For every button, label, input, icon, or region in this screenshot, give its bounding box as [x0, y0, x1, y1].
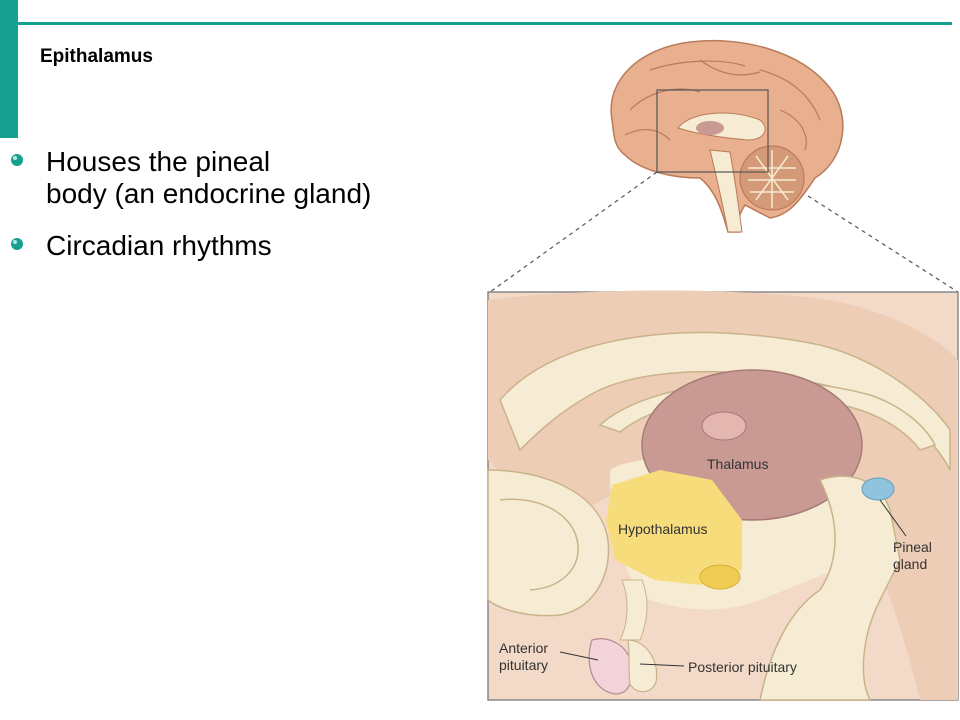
bullet-item: Houses the pineal body (an endocrine gla…: [10, 146, 450, 210]
slide-title: Epithalamus: [40, 46, 153, 67]
thalamus-label: Thalamus: [707, 456, 769, 472]
bullet-dot-icon: [11, 154, 23, 166]
bullet-text-line1: Houses the pineal: [46, 146, 271, 177]
hypothalamus-label: Hypothalamus: [618, 521, 708, 537]
pineal-gland-label-line1: Pineal: [893, 539, 932, 555]
detailed-section: [487, 290, 958, 701]
pineal-gland-label-line2: gland: [893, 556, 928, 572]
bullet-text-line1: Circadian rhythms: [46, 230, 272, 261]
posterior-pituitary-label: Posterior pituitary: [688, 659, 797, 675]
bullet-dot-icon: [11, 238, 23, 250]
anterior-pituitary-label-line1: Anterior: [499, 640, 549, 656]
whole-brain-image: [610, 39, 844, 233]
bullet-text-line2: body (an endocrine gland): [46, 178, 372, 209]
header-rule: [18, 22, 952, 25]
brain-diagram: [487, 39, 959, 701]
bullet-list: Houses the pineal body (an endocrine gla…: [10, 146, 450, 282]
bullet-item: Circadian rhythms: [10, 230, 450, 262]
anterior-pituitary-label-line2: pituitary: [499, 657, 549, 673]
accent-bar: [0, 0, 18, 138]
